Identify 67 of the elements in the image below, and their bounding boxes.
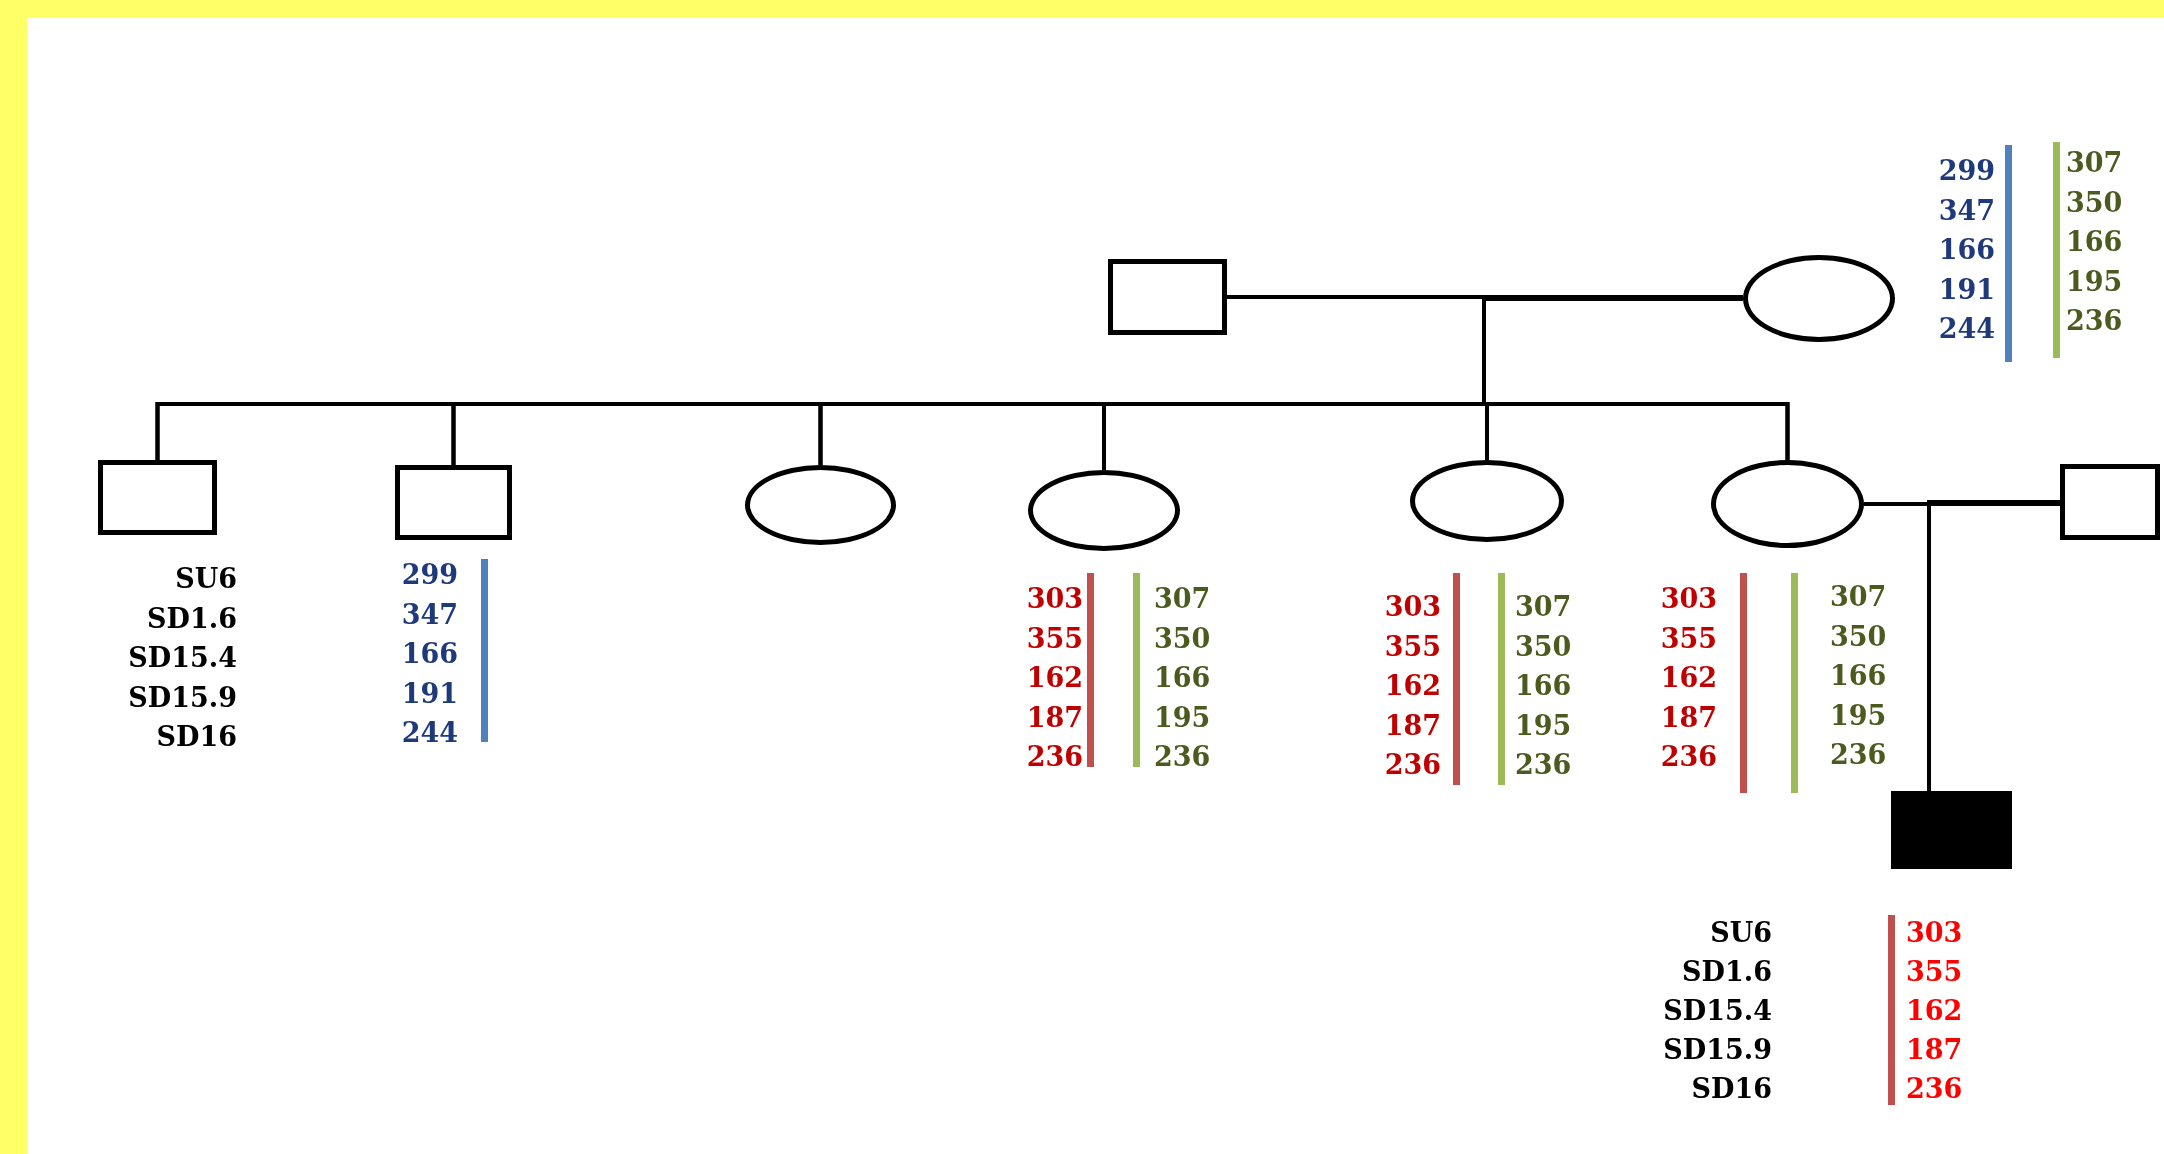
allele-number: 195 (1154, 701, 1211, 734)
marker-name: SD15.9 (1663, 1034, 1772, 1066)
affected-square-symbol (1891, 791, 2012, 869)
square-symbol (395, 465, 512, 540)
allele-number: 299 (1938, 155, 1995, 187)
allele-number: 347 (1938, 194, 1995, 227)
allele-number: 166 (1830, 660, 1887, 692)
marker-name: SD16 (1691, 1073, 1772, 1105)
allele-number: 166 (1938, 234, 1995, 266)
allele-number: 303 (1906, 917, 1963, 949)
allele-number: 236 (1906, 1073, 1963, 1105)
allele-number: 244 (401, 717, 458, 749)
marker-name: SD15.4 (1663, 995, 1772, 1027)
allele-number: 350 (1515, 630, 1572, 663)
allele-number: 162 (1906, 995, 1963, 1027)
square-symbol (2060, 464, 2160, 540)
allele-number: 350 (1154, 622, 1211, 655)
allele-number: 307 (2066, 147, 2123, 179)
allele-number: 191 (1938, 273, 1995, 306)
pedigree-line (1927, 500, 2060, 791)
marker-name: SD16 (156, 721, 237, 753)
allele-number: 187 (1026, 701, 1083, 734)
allele-number: 350 (2066, 186, 2123, 219)
allele-number: 299 (401, 559, 458, 591)
allele-number: 236 (1026, 741, 1083, 773)
marker-name: SD15.4 (128, 642, 237, 674)
marker-name: SU6 (1710, 917, 1772, 949)
marker-name: SD1.6 (1682, 956, 1772, 988)
allele-number: 187 (1660, 701, 1717, 734)
square-symbol (1108, 259, 1227, 335)
allele-number: 187 (1906, 1034, 1963, 1066)
allele-number: 236 (1830, 739, 1887, 771)
allele-number: 166 (1515, 670, 1572, 702)
pedigree-line (1482, 296, 1790, 460)
allele-number: 166 (1154, 662, 1211, 694)
allele-number: 355 (1660, 622, 1717, 655)
allele-number: 162 (1660, 662, 1717, 694)
allele-number: 244 (1938, 313, 1995, 345)
allele-number: 162 (1384, 670, 1441, 702)
allele-number: 307 (1515, 591, 1572, 623)
allele-number: 303 (1026, 583, 1083, 615)
allele-number: 307 (1830, 581, 1887, 613)
marker-name: SU6 (175, 563, 237, 595)
allele-number: 350 (1830, 620, 1887, 653)
allele-number: 236 (1515, 749, 1572, 781)
allele-number: 347 (401, 598, 458, 631)
allele-number: 166 (401, 638, 458, 670)
marker-name: SD15.9 (128, 681, 237, 714)
allele-number: 195 (2066, 265, 2123, 298)
allele-number: 355 (1906, 956, 1963, 988)
allele-number: 191 (401, 677, 458, 710)
allele-number: 166 (2066, 226, 2123, 258)
allele-number: 303 (1384, 591, 1441, 623)
allele-number: 162 (1026, 662, 1083, 694)
marker-name: SD1.6 (147, 602, 237, 635)
allele-number: 355 (1026, 622, 1083, 655)
allele-number: 307 (1154, 583, 1211, 615)
allele-number: 236 (1660, 741, 1717, 773)
allele-number: 236 (1384, 749, 1441, 781)
allele-number: 303 (1660, 583, 1717, 615)
allele-number: 195 (1515, 709, 1572, 742)
allele-number: 187 (1384, 709, 1441, 742)
allele-number: 355 (1384, 630, 1441, 663)
allele-number: 236 (2066, 305, 2123, 337)
allele-number: 195 (1830, 699, 1887, 732)
square-symbol (98, 460, 217, 535)
allele-number: 236 (1154, 741, 1211, 773)
